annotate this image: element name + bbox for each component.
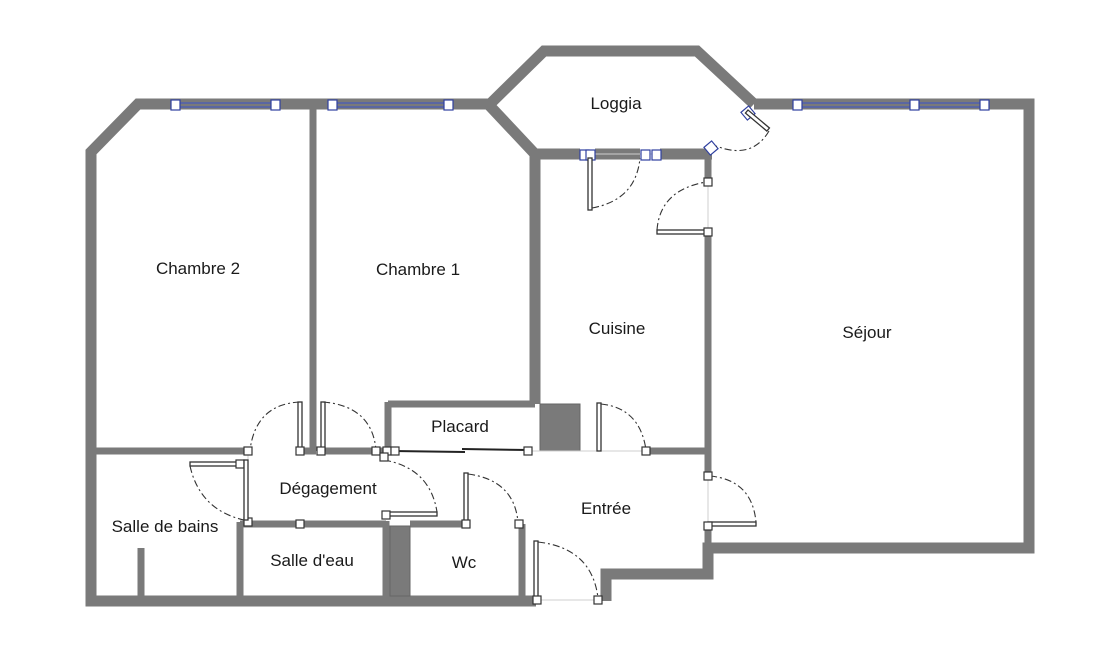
door-arc	[249, 401, 301, 451]
door-node	[316, 446, 326, 456]
door-leaf	[707, 521, 757, 527]
door-leaf	[587, 157, 593, 211]
door-leaf	[189, 461, 243, 467]
door-leaf	[744, 109, 771, 132]
window-node	[443, 99, 454, 111]
door-leaf	[383, 511, 438, 517]
door-leaf	[533, 540, 539, 601]
door-node	[703, 227, 713, 237]
room-label-salle-deau: Salle d'eau	[270, 551, 354, 570]
room-label-sejour: Séjour	[842, 323, 891, 342]
door-node	[295, 519, 305, 529]
shaft-wc	[389, 525, 411, 597]
door-node	[593, 595, 603, 605]
doors	[189, 105, 771, 605]
door-node	[703, 521, 713, 531]
door-node	[523, 446, 533, 456]
door-arc	[383, 459, 438, 513]
door-arc	[537, 541, 599, 599]
door-front	[532, 540, 603, 605]
room-label-wc: Wc	[452, 553, 477, 572]
door-node	[371, 446, 381, 456]
door-leaf	[320, 401, 326, 452]
door-salle-deau	[295, 519, 305, 529]
door-arc	[189, 465, 245, 521]
door-node	[703, 177, 713, 187]
door-node	[641, 446, 651, 456]
window-node	[909, 99, 920, 111]
door-cuisine-entree	[596, 402, 651, 456]
room-label-placard: Placard	[431, 417, 489, 436]
wall-chambre1-diagonal	[483, 100, 541, 404]
sliding-door-track	[392, 450, 466, 453]
door-placard-sliding	[382, 446, 533, 456]
door-node	[532, 595, 542, 605]
door-leaf	[297, 401, 303, 452]
door-degagement-entree	[379, 452, 438, 520]
door-arc	[600, 403, 647, 451]
room-label-chambre-1: Chambre 1	[376, 260, 460, 279]
room-label-cuisine: Cuisine	[589, 319, 646, 338]
door-chambre2	[243, 401, 305, 456]
door-leaf	[656, 229, 709, 235]
door-arc	[715, 130, 770, 152]
door-leaf	[596, 402, 602, 452]
room-label-salle-de-bains: Salle de bains	[112, 517, 219, 536]
openings	[247, 153, 709, 601]
window-node	[651, 149, 662, 161]
door-node	[381, 510, 391, 520]
door-arc	[467, 473, 519, 523]
door-leaf	[463, 472, 469, 525]
door-entree-sejour	[703, 471, 757, 531]
window-node	[640, 149, 651, 161]
door-node	[243, 446, 253, 456]
door-cuisine-loggia	[587, 157, 641, 211]
sliding-door-track	[461, 448, 529, 451]
door-node	[703, 140, 719, 156]
window-node	[327, 99, 338, 111]
door-node	[295, 446, 305, 456]
room-labels: Loggia Chambre 2 Chambre 1 Cuisine Séjou…	[112, 94, 892, 572]
door-node	[379, 452, 389, 462]
window-node	[270, 99, 281, 111]
door-arc	[709, 475, 757, 523]
window-node	[170, 99, 181, 111]
shaft-kitchen	[539, 403, 581, 452]
window-node	[792, 99, 803, 111]
wall-bottom-step	[600, 98, 1035, 601]
room-label-entree: Entrée	[581, 499, 631, 518]
door-node	[703, 471, 713, 481]
door-arc	[591, 157, 641, 209]
room-label-degagement: Dégagement	[279, 479, 377, 498]
window-node	[979, 99, 990, 111]
door-arc	[656, 181, 707, 231]
door-node	[390, 446, 400, 456]
door-node	[235, 459, 245, 469]
door-node	[514, 519, 524, 529]
wall-loggia	[486, 45, 758, 109]
door-salle-de-bains	[189, 459, 253, 527]
door-node	[461, 519, 471, 529]
door-loggia-sejour	[703, 105, 771, 156]
windows	[170, 99, 990, 161]
door-arc	[322, 401, 377, 451]
door-cuisine-sejour	[656, 177, 713, 237]
door-leaf	[243, 459, 249, 521]
door-chambre1	[316, 401, 381, 456]
door-wc	[461, 472, 524, 529]
room-label-loggia: Loggia	[590, 94, 642, 113]
room-label-chambre-2: Chambre 2	[156, 259, 240, 278]
wall-left-block	[85, 98, 536, 607]
